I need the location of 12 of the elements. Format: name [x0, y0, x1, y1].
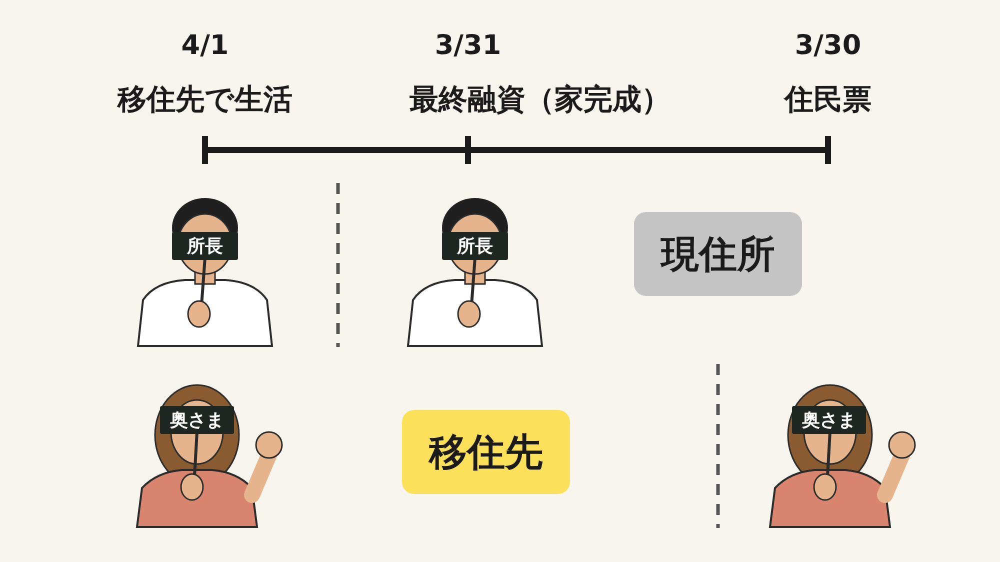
event-label: 最終融資（家完成）: [410, 81, 670, 118]
name-sign: 奥さま: [160, 406, 234, 434]
name-sign: 所長: [442, 232, 508, 260]
name-sign: 奥さま: [792, 406, 866, 434]
date-label: 3/31: [434, 30, 502, 61]
date-label: 4/1: [181, 30, 229, 61]
event-label: 住民票: [784, 81, 872, 118]
label-box: 現住所: [634, 212, 802, 296]
date-label: 3/30: [794, 30, 862, 61]
event-label: 移住先で生活: [118, 81, 292, 118]
label-box: 移住先: [402, 410, 570, 494]
name-sign: 所長: [172, 232, 238, 260]
